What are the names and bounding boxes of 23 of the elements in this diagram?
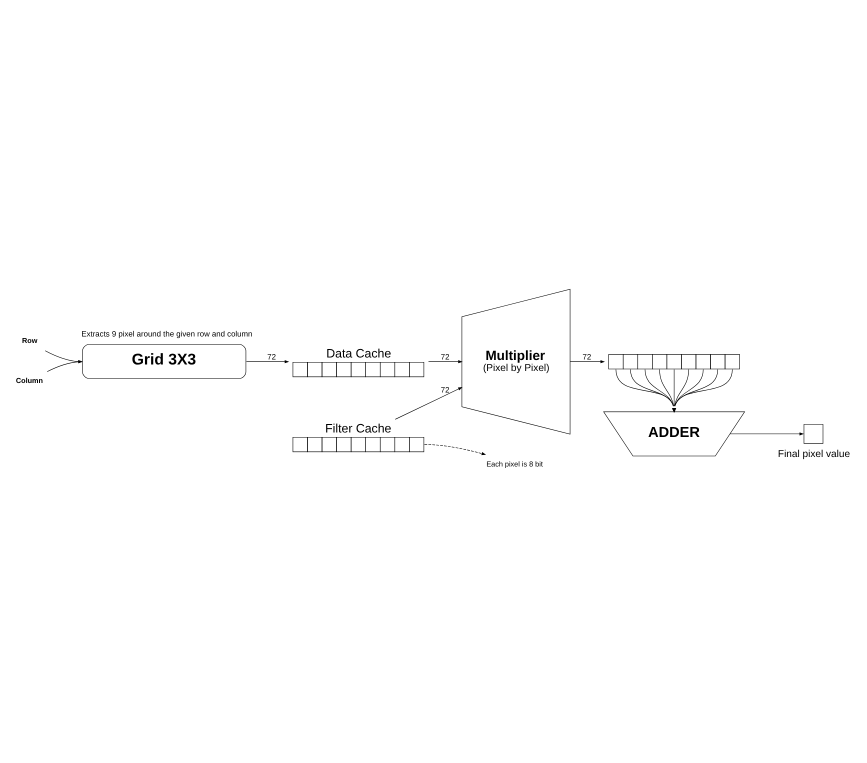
arrow — [644, 368, 675, 412]
arrow — [672, 368, 718, 412]
arrow — [729, 432, 804, 435]
node-box: Multiplier (Pixel by Pixel) — [461, 288, 570, 434]
arrow — [44, 350, 82, 363]
arrow — [672, 368, 703, 412]
arrow — [569, 360, 604, 363]
arrow — [46, 360, 82, 372]
arrow — [672, 368, 732, 412]
node-box: Grid 3X3 — [82, 344, 246, 378]
arrow — [428, 360, 462, 363]
node-box — [803, 424, 823, 444]
arrow — [424, 444, 486, 455]
node-label: Filter Cache — [324, 421, 391, 436]
arrow — [672, 368, 688, 412]
arrow — [672, 368, 676, 412]
arrow — [394, 386, 462, 420]
arrow — [615, 368, 675, 412]
arrow — [658, 368, 675, 412]
node-label: Final pixel value — [777, 448, 850, 460]
node-label: Data Cache — [326, 346, 391, 360]
arrow — [246, 360, 289, 363]
arrow — [630, 368, 675, 412]
